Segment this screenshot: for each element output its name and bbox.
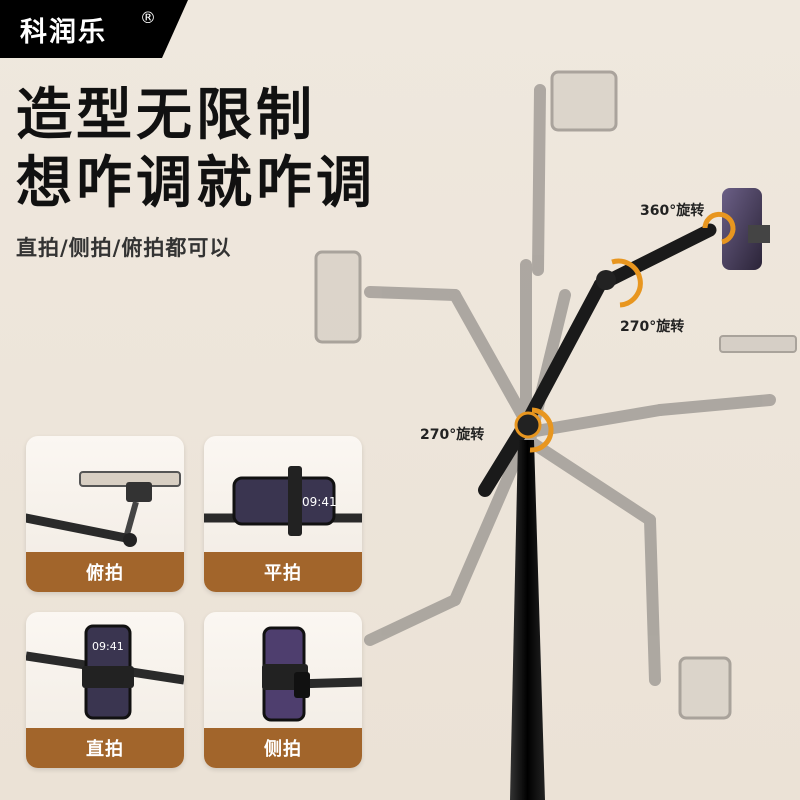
card-label-vertical: 直拍 bbox=[26, 728, 184, 768]
rotation-arrows bbox=[529, 211, 736, 453]
card-label-level: 平拍 bbox=[204, 552, 362, 592]
card-side: 侧拍 bbox=[204, 612, 362, 768]
card-level-clock: 09:41 bbox=[302, 495, 337, 509]
subtitle: 直拍/侧拍/俯拍都可以 bbox=[16, 236, 232, 260]
ghost-arms bbox=[364, 84, 776, 686]
stand-pole bbox=[510, 440, 545, 800]
card-level: 09:41 平拍 bbox=[204, 436, 362, 592]
card-vertical: 09:41 直拍 bbox=[26, 612, 184, 768]
active-phone bbox=[722, 188, 762, 270]
card-label-overhead: 俯拍 bbox=[26, 552, 184, 592]
ghost-phones bbox=[314, 70, 797, 720]
headline-line-1: 造型无限制 bbox=[16, 83, 316, 148]
card-vertical-clock: 09:41 bbox=[92, 640, 124, 653]
rotation-label-270-joint: 270°旋转 bbox=[420, 427, 485, 443]
rotation-label-270-arm: 270°旋转 bbox=[620, 319, 685, 335]
card-overhead: 俯拍 bbox=[26, 436, 184, 592]
rotation-label-360: 360°旋转 bbox=[640, 203, 705, 219]
card-label-side: 侧拍 bbox=[204, 728, 362, 768]
headline-line-2: 想咋调就咋调 bbox=[16, 151, 376, 216]
brand-name: 科润乐 bbox=[20, 17, 107, 48]
brand-logo: 科润乐 ® bbox=[0, 0, 188, 58]
registered-mark: ® bbox=[140, 8, 156, 27]
